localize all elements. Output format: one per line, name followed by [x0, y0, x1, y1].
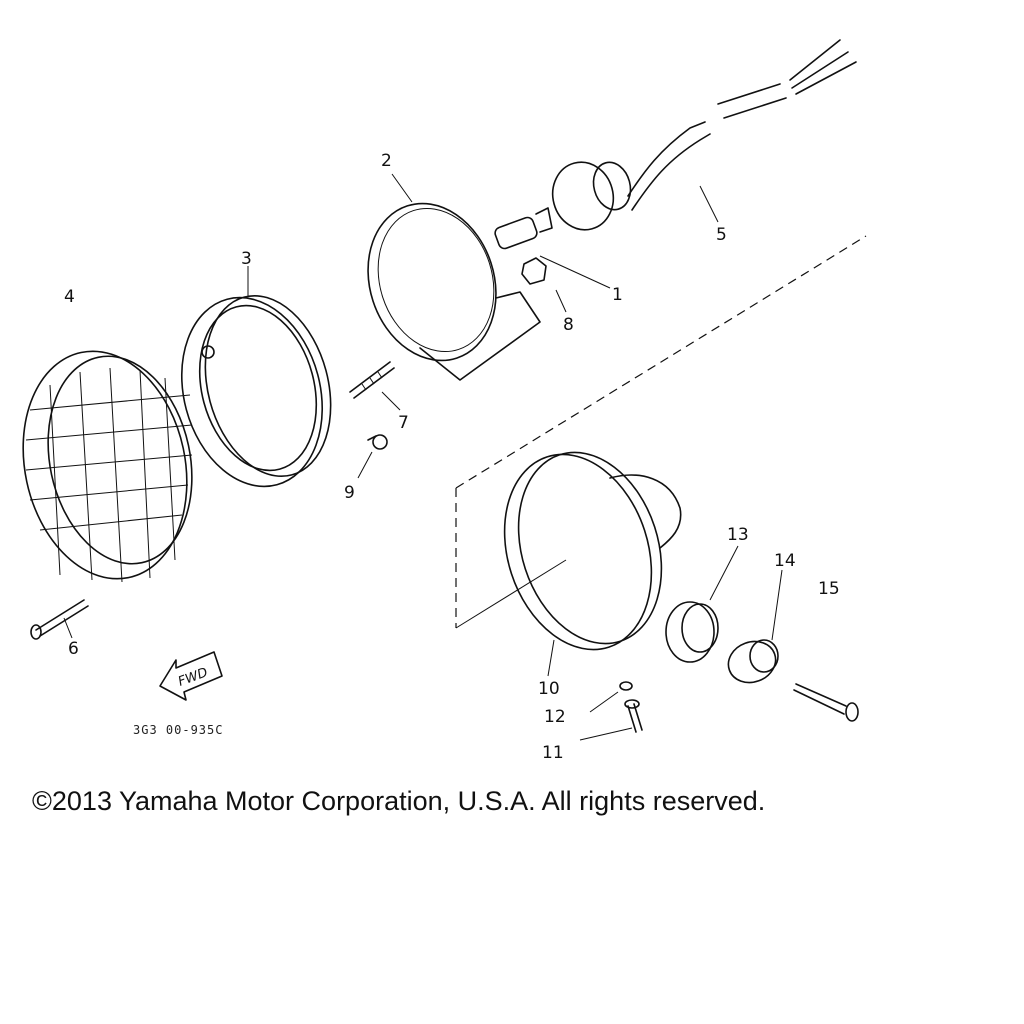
mount-bolt — [793, 683, 859, 722]
headlight-rim — [180, 294, 332, 488]
callout-2: 2 — [381, 151, 392, 171]
cap — [727, 639, 779, 684]
headlight-bulb — [494, 207, 553, 250]
callout-4: 4 — [64, 287, 75, 307]
rim-screw — [367, 434, 388, 450]
nut — [521, 257, 547, 285]
adjusting-screw — [349, 361, 395, 399]
copyright-notice: ©2013 Yamaha Motor Corporation, U.S.A. A… — [32, 786, 766, 816]
callout-10: 10 — [538, 679, 560, 699]
headlight-guard-grille — [22, 350, 193, 583]
housing-screw — [619, 681, 643, 733]
callout-14: 14 — [774, 551, 796, 571]
callout-13: 13 — [727, 525, 749, 545]
callout-6: 6 — [68, 639, 79, 659]
sealed-beam-unit — [367, 202, 541, 381]
forward-arrow: FWD — [159, 651, 223, 701]
bulb-socket-harness — [551, 39, 857, 231]
headlight-housing — [455, 451, 682, 651]
callout-15: 15 — [818, 579, 840, 599]
callout-5: 5 — [716, 225, 727, 245]
callout-7: 7 — [398, 413, 409, 433]
leader-line — [63, 173, 783, 741]
callout-12: 12 — [544, 707, 566, 727]
callout-8: 8 — [563, 315, 574, 335]
drawing-code: 3G3 00-935C — [133, 723, 223, 737]
callout-11: 11 — [542, 743, 564, 763]
callout-3: 3 — [241, 249, 252, 269]
grommet — [665, 601, 719, 663]
section-divider-line — [455, 235, 867, 489]
callout-9: 9 — [344, 483, 355, 503]
guard-bolt — [30, 599, 89, 640]
fwd-label: FWD — [176, 665, 210, 689]
callout-1: 1 — [612, 285, 623, 305]
